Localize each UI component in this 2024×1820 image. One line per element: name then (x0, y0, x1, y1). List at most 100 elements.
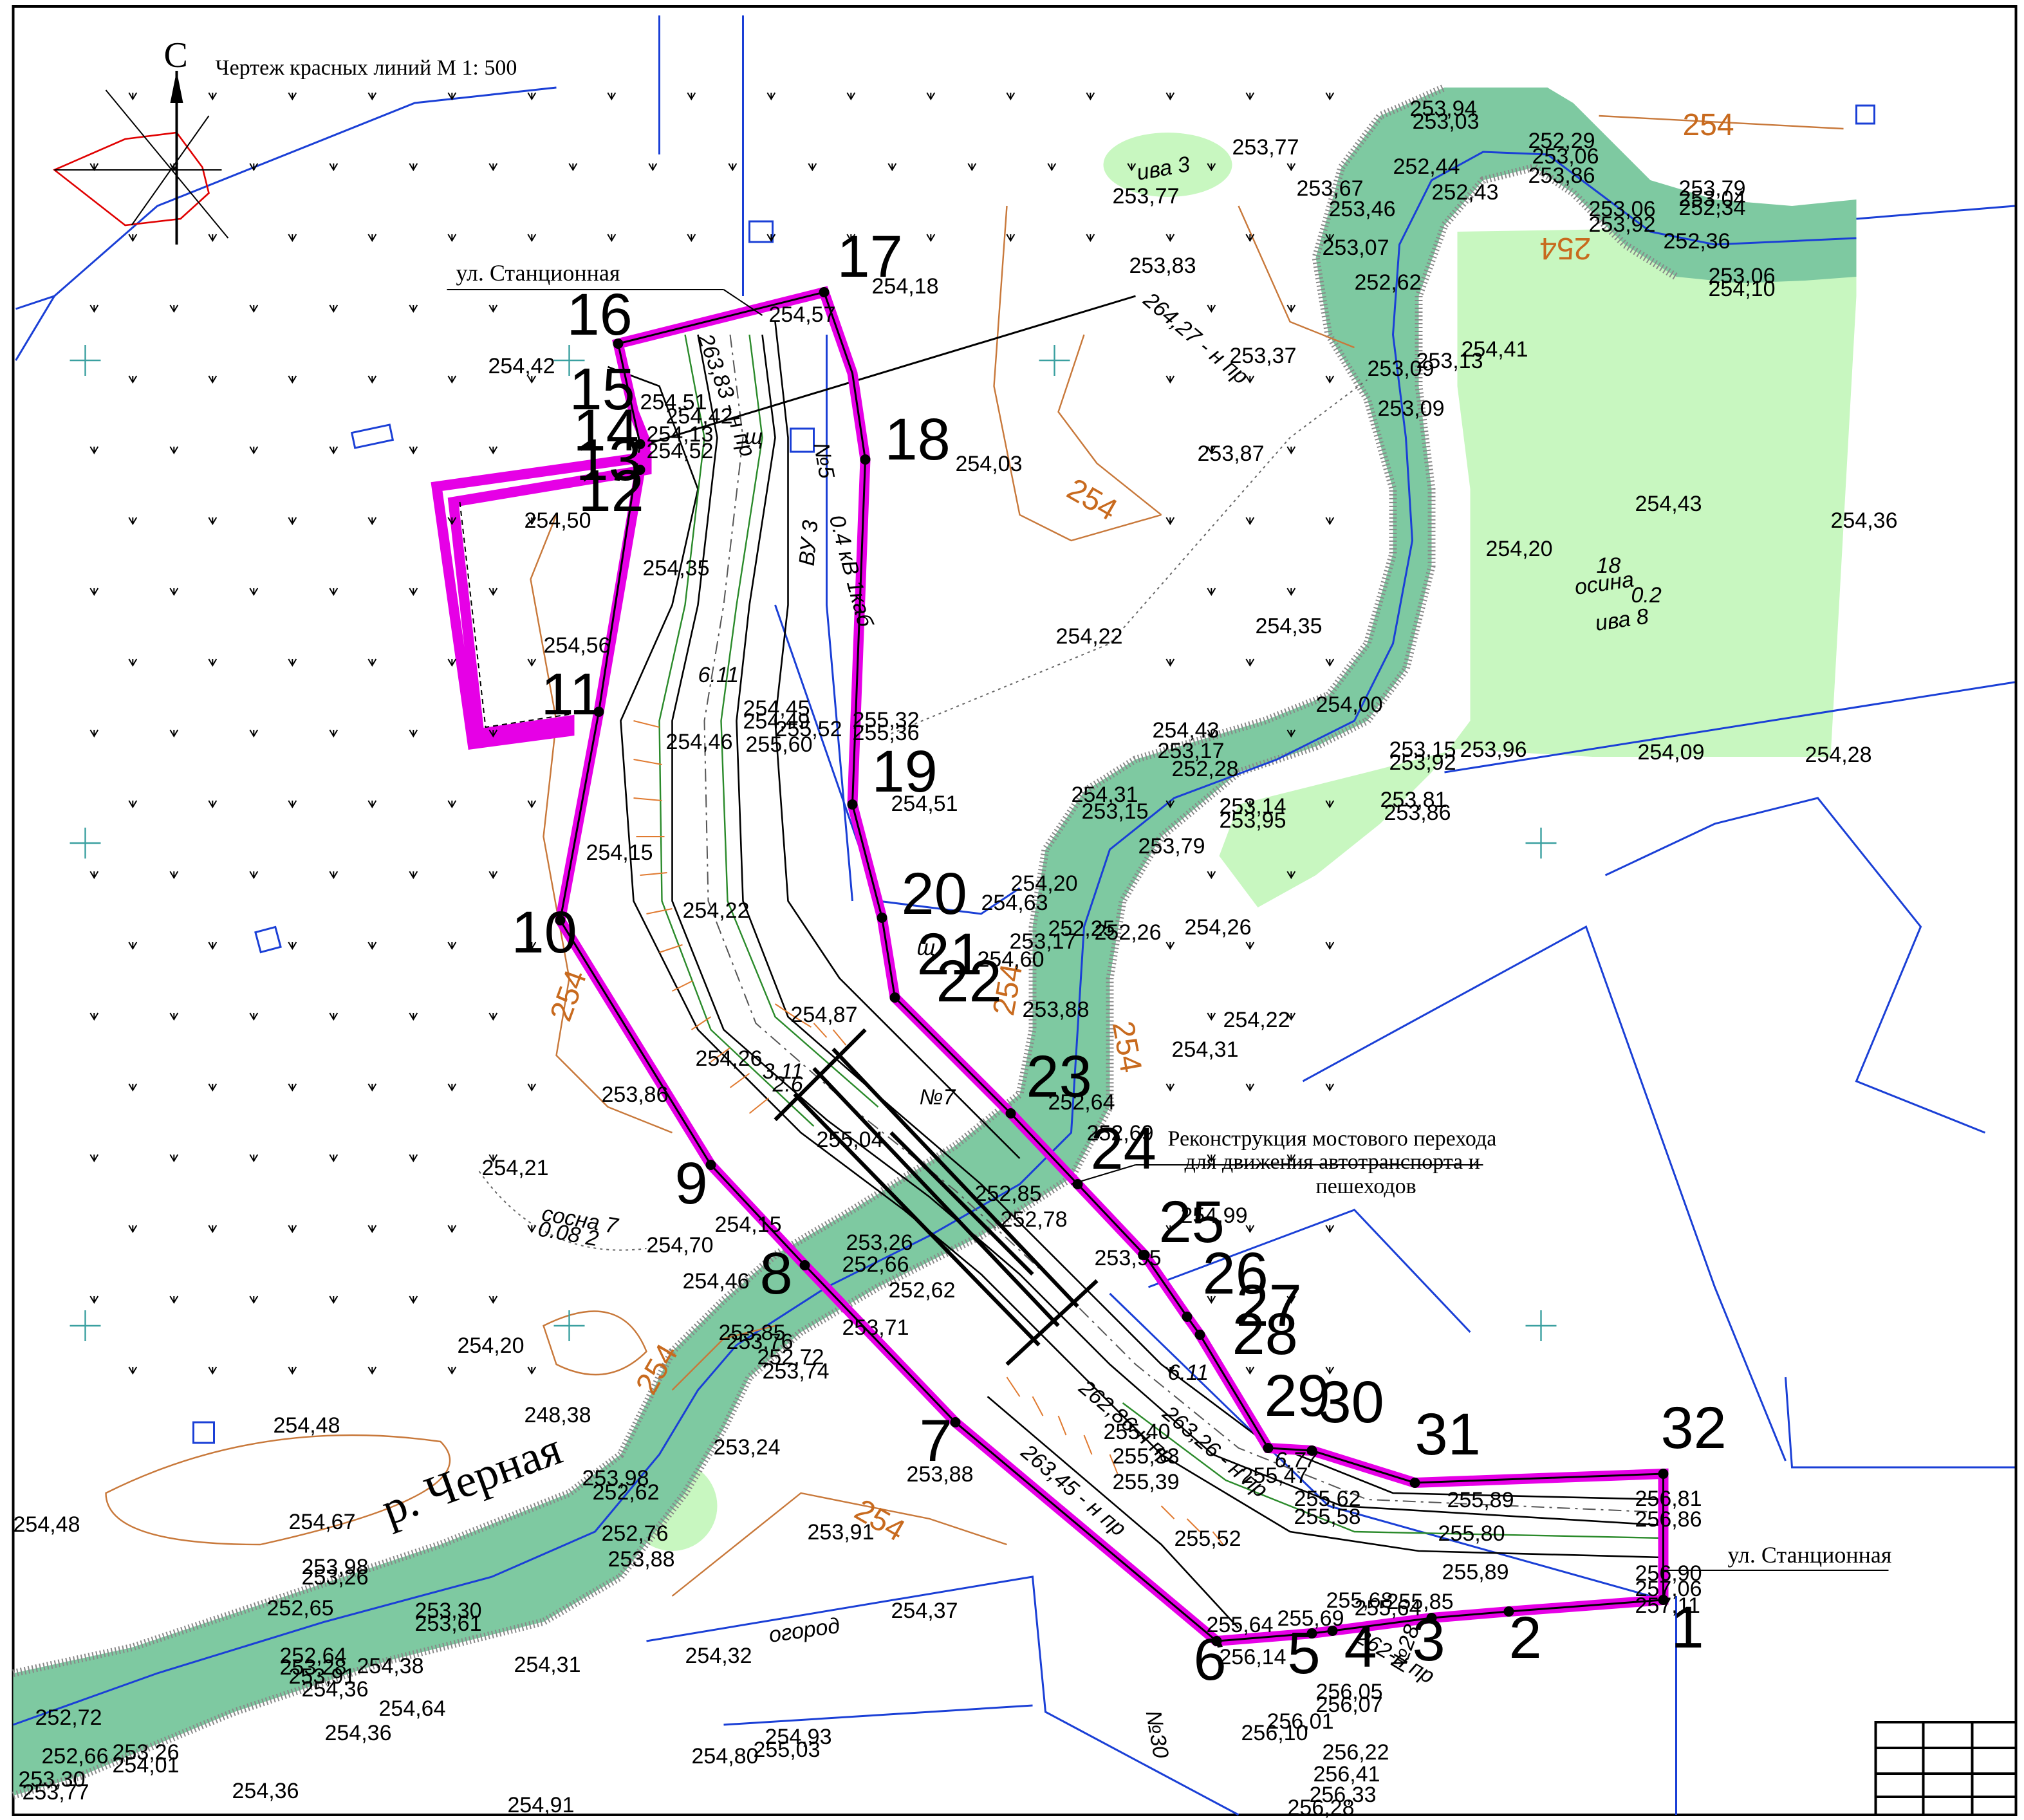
grass-tick (169, 446, 179, 454)
svg-text:254,42: 254,42 (666, 404, 733, 429)
svg-text:255,60: 255,60 (746, 732, 813, 757)
grass-tick (89, 588, 99, 596)
svg-text:254,67: 254,67 (289, 1510, 356, 1534)
meadow-spot-iva (1103, 133, 1232, 197)
grass-tick (1325, 800, 1335, 808)
grass-tick (1165, 942, 1175, 950)
grass-tick (169, 304, 179, 313)
grass-tick (1165, 1083, 1175, 1091)
grass-tick (128, 1366, 138, 1375)
svg-text:254,80: 254,80 (692, 1744, 759, 1769)
bridge-leader-2 (1071, 1164, 1136, 1185)
grass-tick (1286, 1154, 1296, 1162)
svg-text:255,52: 255,52 (1174, 1527, 1241, 1551)
grass-tick (409, 163, 418, 171)
grass-tick (1086, 92, 1095, 100)
grass-tick (208, 234, 218, 242)
grass-tick (89, 871, 99, 879)
svg-text:253,95: 253,95 (1095, 1246, 1162, 1270)
grass-tick (1245, 942, 1255, 950)
grass-tick (208, 1225, 218, 1233)
grass-tick (1286, 304, 1296, 313)
svg-text:254,32: 254,32 (685, 1644, 752, 1668)
svg-text:254,26: 254,26 (1185, 915, 1252, 940)
svg-text:254,64: 254,64 (379, 1696, 446, 1721)
svg-text:252,69: 252,69 (1087, 1121, 1154, 1146)
grass-tick (447, 375, 457, 384)
north-arrow: С (52, 35, 229, 245)
svg-text:253,79: 253,79 (1679, 176, 1746, 201)
svg-text:254,51: 254,51 (640, 390, 707, 414)
svg-text:253,96: 253,96 (1460, 738, 1527, 762)
svg-text:252,34: 252,34 (1679, 196, 1746, 220)
grass-tick (89, 729, 99, 738)
bridge-label-line1: Реконструкция мостового перехода (1168, 1127, 1497, 1151)
svg-text:252,25: 252,25 (1048, 916, 1115, 941)
svg-text:254,31: 254,31 (1172, 1037, 1239, 1062)
grass-tick (249, 1154, 259, 1162)
svg-text:254: 254 (1539, 231, 1591, 265)
point-18: 18 (885, 407, 951, 472)
grass-tick (89, 446, 99, 454)
svg-text:252,62: 252,62 (593, 1480, 660, 1505)
point-7: 7 (920, 1408, 952, 1474)
point-2: 2 (1509, 1605, 1542, 1671)
grass-tick (488, 163, 498, 171)
grass-tick (846, 92, 856, 100)
svg-text:254,20: 254,20 (1011, 871, 1078, 896)
grass-tick (367, 942, 377, 950)
svg-text:253,91: 253,91 (289, 1664, 356, 1689)
grass-tick (128, 942, 138, 950)
grass-tick (208, 942, 218, 950)
grass-tick (89, 1295, 99, 1304)
svg-text:253,13: 253,13 (1416, 349, 1483, 373)
grass-tick (1245, 375, 1255, 384)
grass-tick (128, 375, 138, 384)
grass-tick (1286, 163, 1296, 171)
river-bank-upper (12, 84, 1446, 1677)
point-markers (555, 287, 1669, 1646)
svg-text:254,36: 254,36 (1831, 508, 1898, 533)
river-waterline (12, 151, 1857, 1726)
grass-tick (128, 1083, 138, 1091)
svg-text:254,31: 254,31 (514, 1653, 581, 1677)
grass-tick (1325, 1366, 1335, 1375)
osina-num2: 0.2 (1631, 583, 1662, 608)
svg-text:254,87: 254,87 (791, 1003, 858, 1027)
grass-tick (409, 729, 418, 738)
grass-tick (367, 1083, 377, 1091)
grass-tick (1286, 871, 1296, 879)
grass-tick (1207, 1012, 1216, 1021)
svg-text:252,78: 252,78 (1001, 1207, 1068, 1232)
grass-tick (527, 1366, 537, 1375)
grass-tick (728, 163, 738, 171)
grass-tick (169, 729, 179, 738)
svg-text:255,47: 255,47 (1241, 1463, 1308, 1488)
grass-tick (1325, 517, 1335, 525)
grass-tick (288, 658, 297, 667)
grass-tick (1245, 1083, 1255, 1091)
grass-tick (249, 446, 259, 454)
grass-tick (607, 234, 617, 242)
svg-text:256,81: 256,81 (1635, 1487, 1702, 1511)
point-16: 16 (567, 282, 633, 348)
svg-text:254: 254 (1061, 472, 1123, 528)
grass-tick (766, 92, 776, 100)
grass-tick (1245, 658, 1255, 667)
grass-tick (169, 588, 179, 596)
svg-text:255,85: 255,85 (1387, 1590, 1454, 1614)
grass-tick (447, 942, 457, 950)
grid-crosses (70, 345, 1557, 1341)
grass-tick (1165, 234, 1175, 242)
svg-text:252,64: 252,64 (280, 1644, 347, 1668)
grass-tick (249, 588, 259, 596)
grass-tick (288, 234, 297, 242)
grass-tick (329, 163, 339, 171)
grass-tick (1165, 800, 1175, 808)
grass-tick (288, 375, 297, 384)
well5-label: №5 (809, 441, 839, 481)
grass-tick (488, 1012, 498, 1021)
svg-text:253,30: 253,30 (19, 1767, 86, 1792)
svg-text:254,31: 254,31 (1072, 783, 1138, 807)
